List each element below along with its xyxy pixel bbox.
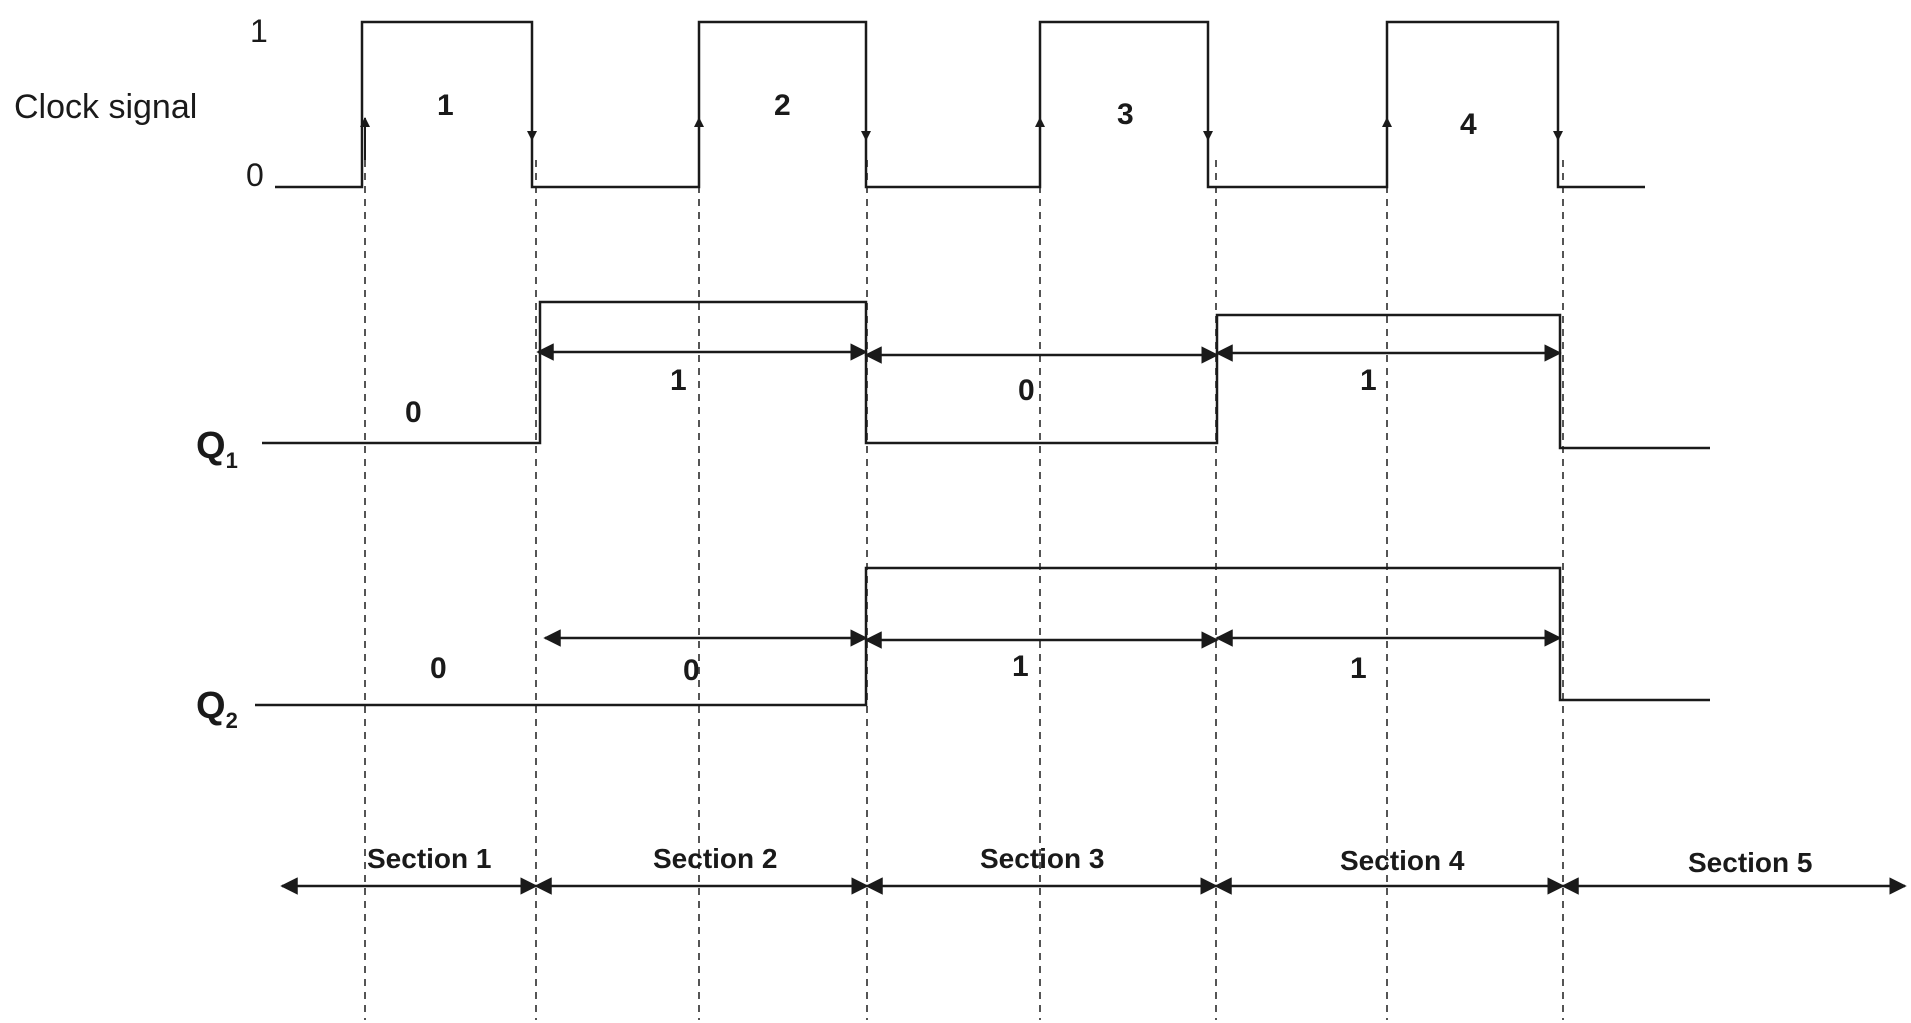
clock-signal: Clock signal 1 0 1 2 3 4 (14, 13, 1645, 193)
section-label-3: Section 3 (980, 843, 1104, 874)
q2-state-4: 1 (1350, 652, 1367, 685)
section-label-2: Section 2 (653, 843, 777, 874)
clock-high-level: 1 (250, 13, 268, 49)
q2-subscript: 2 (226, 708, 238, 733)
q2-waveform (255, 566, 1710, 707)
q2-state-2: 0 (683, 654, 700, 687)
clock-waveform (275, 20, 1645, 189)
q2-state-3: 1 (1012, 650, 1029, 683)
q1-subscript: 1 (226, 448, 238, 473)
section-label-1: Section 1 (367, 843, 491, 874)
q1-waveform (262, 300, 1710, 450)
q2-label: Q2 (196, 685, 238, 733)
clock-low-level: 0 (246, 157, 264, 193)
q1-state-4: 1 (1360, 364, 1377, 397)
q2-state-1: 0 (430, 652, 447, 685)
q1-state-2: 1 (670, 364, 687, 397)
section-label-5: Section 5 (1688, 847, 1812, 878)
clock-pulse-3: 3 (1117, 98, 1134, 131)
q1-signal: Q1 0 1 0 1 (196, 300, 1710, 473)
clock-pulse-1: 1 (437, 89, 454, 122)
clock-pulse-2: 2 (774, 89, 791, 122)
q2-signal: Q2 0 0 1 1 (196, 566, 1710, 733)
q1-state-3: 0 (1018, 374, 1035, 407)
clock-pulse-4: 4 (1460, 108, 1477, 141)
section-label-4: Section 4 (1340, 845, 1465, 876)
edge-guide-lines (364, 160, 1564, 1020)
q1-state-1: 0 (405, 396, 422, 429)
clock-signal-label: Clock signal (14, 88, 197, 126)
q1-label: Q1 (196, 425, 238, 473)
